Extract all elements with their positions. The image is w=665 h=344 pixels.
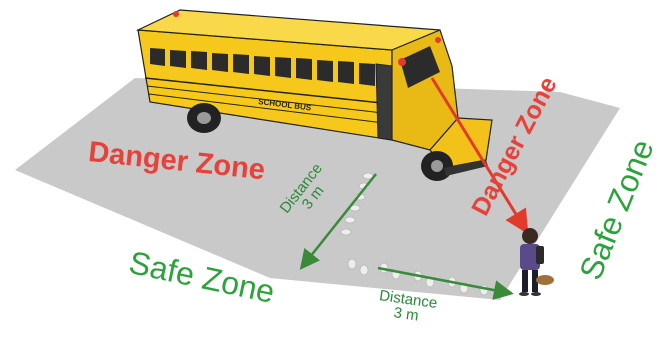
child-icon [519, 228, 554, 296]
